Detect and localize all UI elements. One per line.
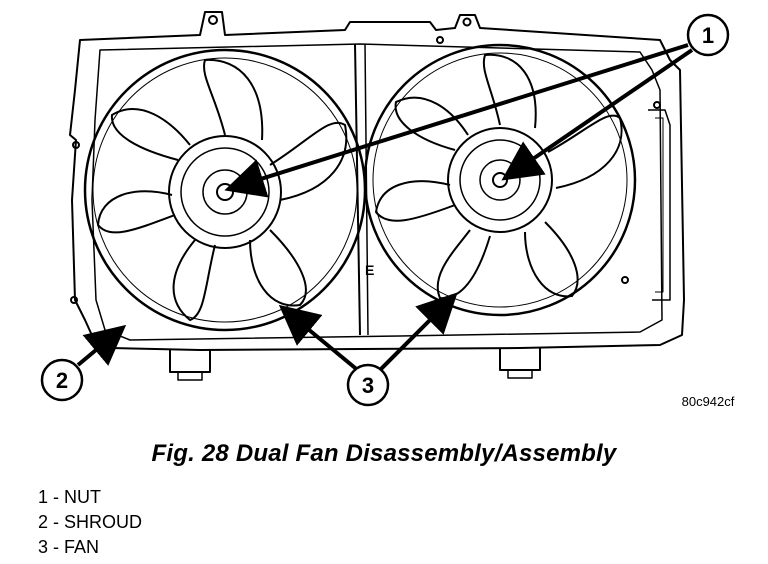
callout-1-arrow-right-nut <box>501 48 694 181</box>
legend-item-shroud: 2 - SHROUD <box>38 512 143 532</box>
callout-3-arrow-right-fan <box>376 292 458 374</box>
right-fan-ring <box>363 43 637 317</box>
callout-3-arrow-left-fan <box>278 304 362 374</box>
callout-bubble-2: 2 <box>40 358 84 402</box>
figure-reference-code: 80c942cf <box>682 394 735 409</box>
shroud <box>69 11 685 381</box>
callout-legend: 1 - NUT 2 - SHROUD 3 - FAN <box>38 485 142 560</box>
right-fan-nut <box>492 172 508 188</box>
legend-item-fan: 3 - FAN <box>38 537 100 557</box>
right-fan <box>363 43 637 317</box>
callout-number-1: 1 <box>702 23 714 48</box>
callout-number-3: 3 <box>362 373 374 398</box>
right-fan-hub <box>447 127 553 233</box>
callout-1-arrow-left-nut <box>224 43 689 198</box>
dual-fan-diagram: E 1 2 3 80c942cf <box>40 11 735 409</box>
callout-3-leaders <box>278 292 458 374</box>
callout-2-leader <box>76 324 127 367</box>
left-fan-nut <box>216 183 234 201</box>
left-fan <box>83 48 367 332</box>
callout-bubble-3: 3 <box>346 363 390 407</box>
right-fan-blades <box>374 53 623 300</box>
callout-1-leaders <box>224 43 694 198</box>
callout-bubble-1: 1 <box>686 13 730 57</box>
legend-item-nut: 1 - NUT <box>38 487 101 507</box>
left-fan-ring <box>83 48 367 332</box>
figure-caption: Fig. 28 Dual Fan Disassembly/Assembly <box>151 440 617 467</box>
shroud-mark: E <box>365 262 374 278</box>
left-fan-hub <box>168 135 282 249</box>
left-fan-blades <box>96 58 348 322</box>
callout-number-2: 2 <box>56 368 68 393</box>
